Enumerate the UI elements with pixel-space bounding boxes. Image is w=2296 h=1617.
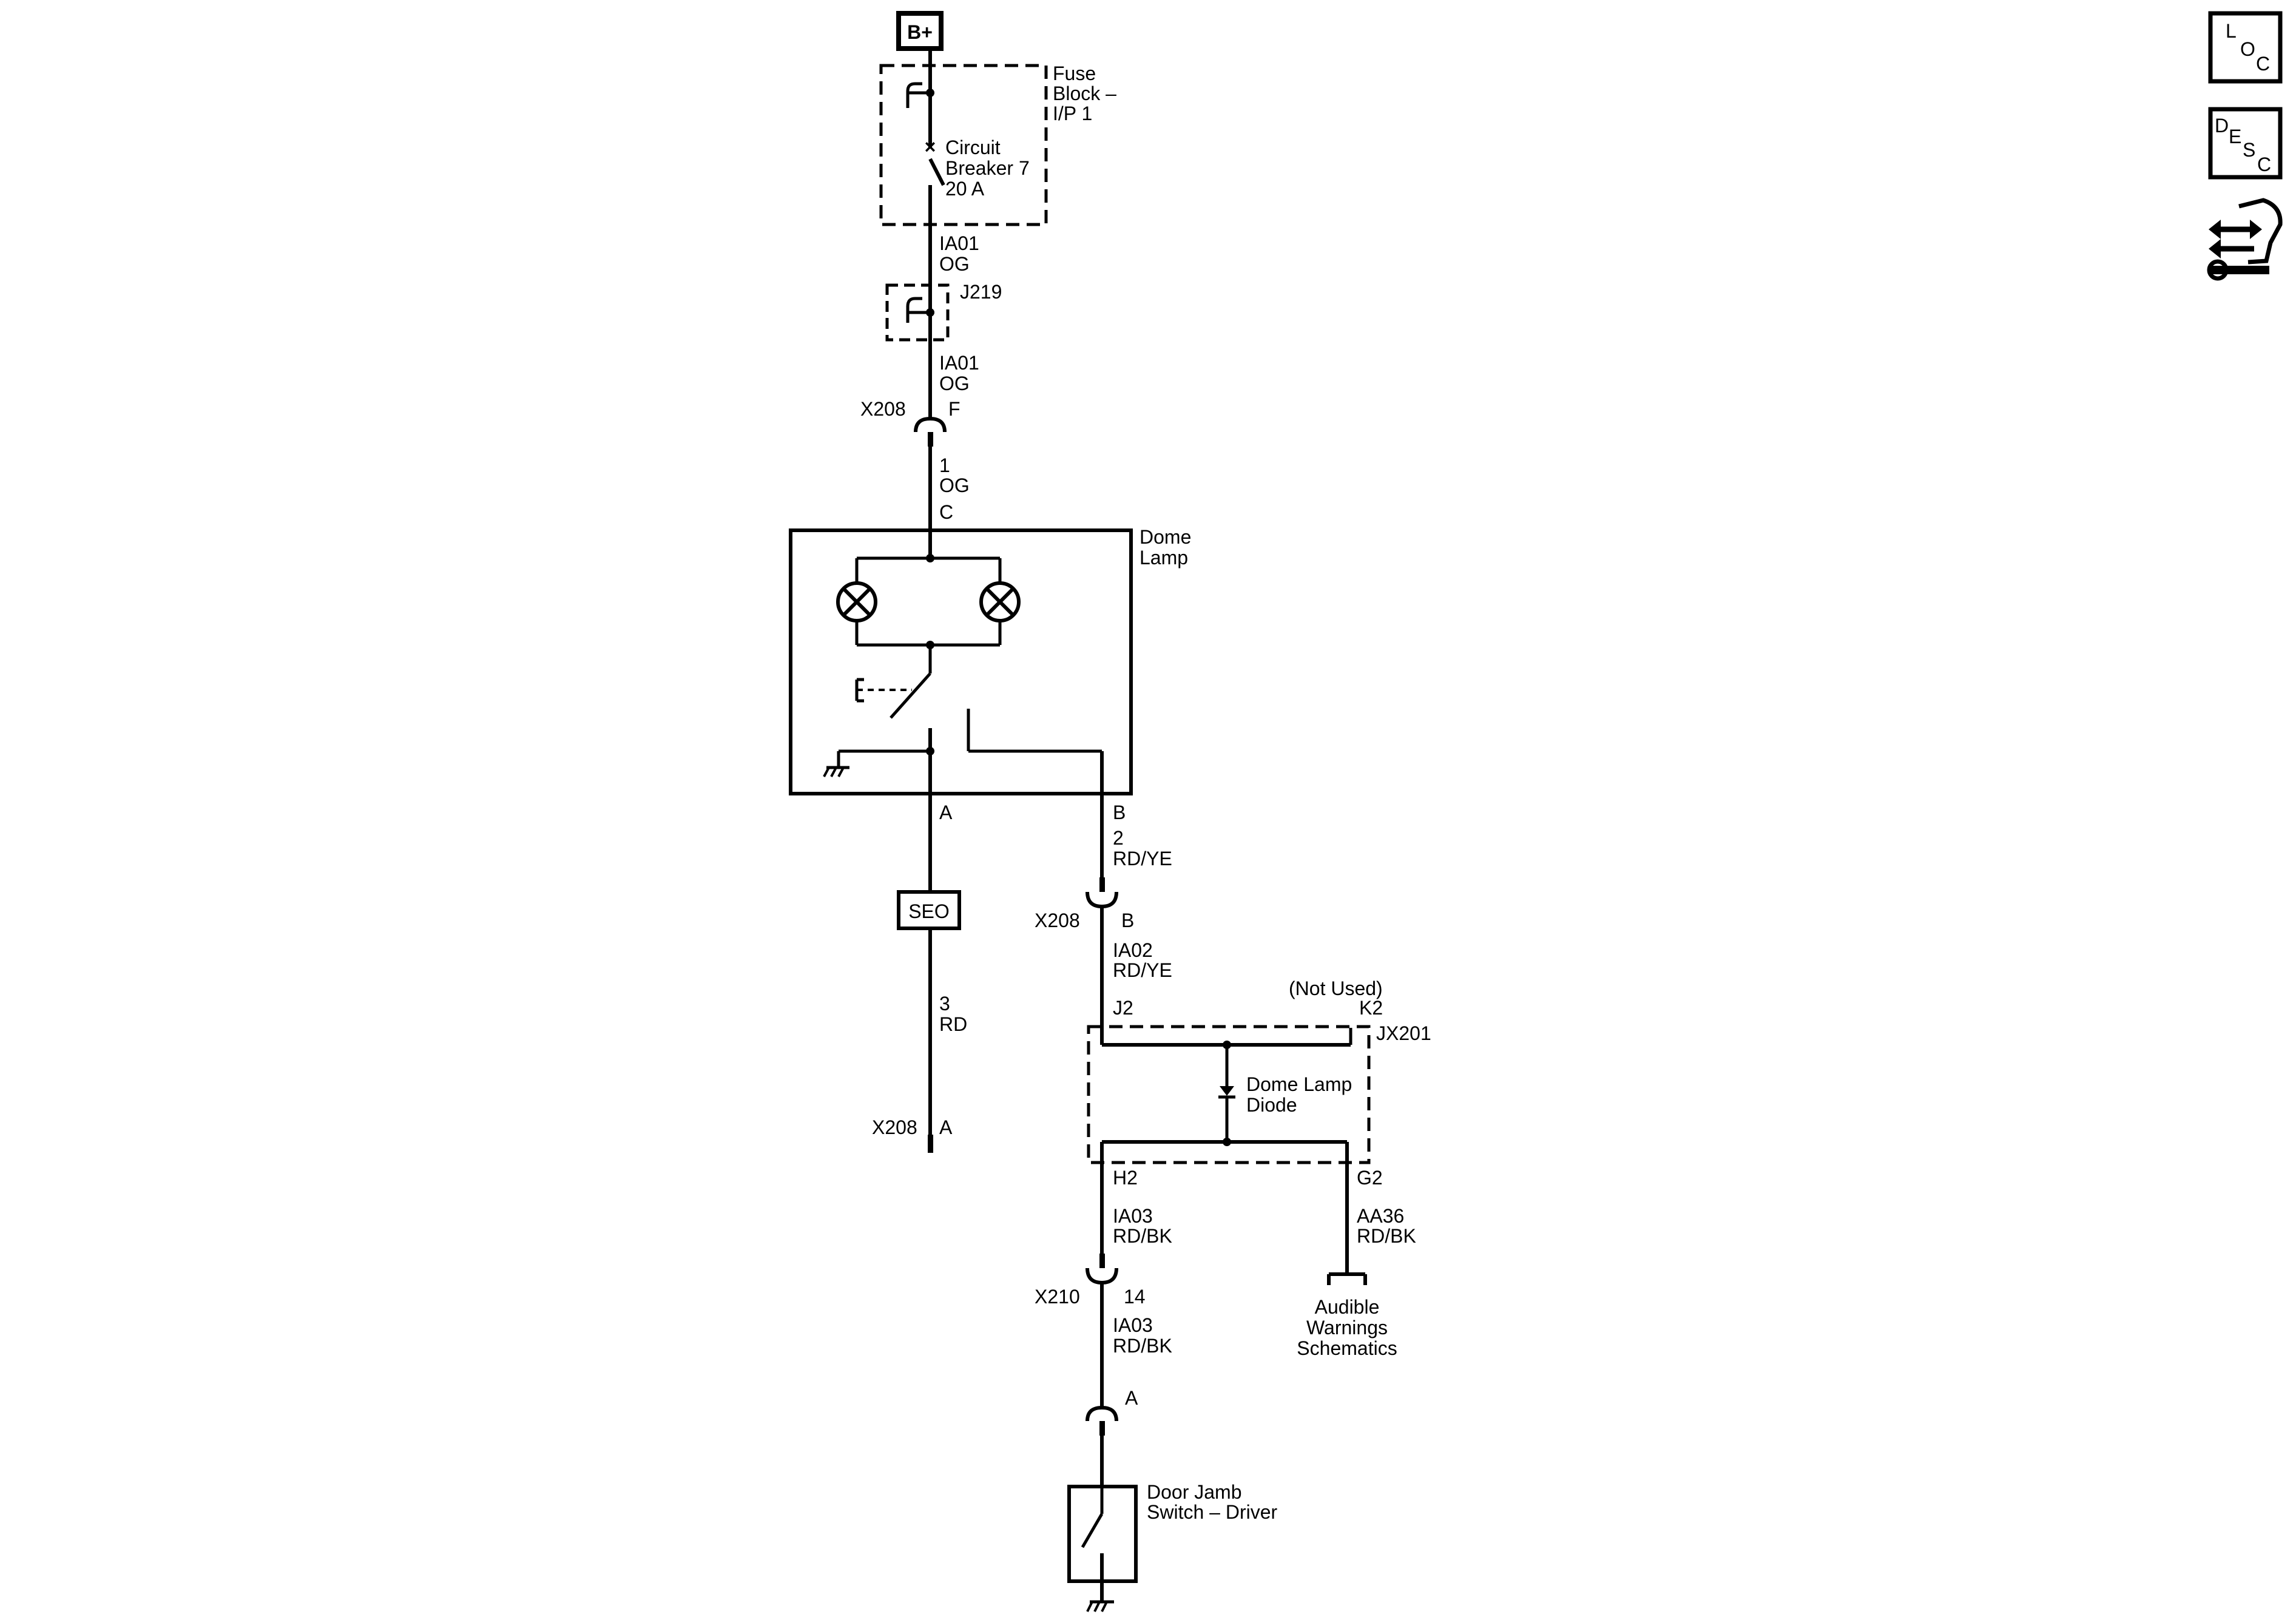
- connector-x210-pin: 14: [1124, 1286, 1146, 1308]
- wire-1-color: OG: [939, 474, 970, 496]
- wire-3-color: RD: [939, 1013, 967, 1035]
- connector-repair-icon[interactable]: [2207, 198, 2283, 281]
- connector-x208-a-name: X208: [872, 1116, 917, 1138]
- splice-pack-j219: J219: [885, 281, 1002, 342]
- circuit-breaker-7: × Circuit Breaker 7 20 A: [925, 136, 1030, 224]
- wire-ia03-color-a: RD/BK: [1113, 1225, 1172, 1247]
- splice-jx201: (Not Used) J2 K2 JX201 Dome Lamp Diode H…: [1087, 977, 1431, 1189]
- desc-button[interactable]: D E S C: [2208, 107, 2283, 180]
- connector-x210-name: X210: [1035, 1286, 1080, 1308]
- jx201-not-used: (Not Used): [1289, 977, 1383, 999]
- desc-letter-4: C: [2257, 154, 2271, 175]
- dome-lamp-label-2: Lamp: [1140, 547, 1188, 569]
- wire-ia03-circuit-a: IA03: [1113, 1205, 1153, 1227]
- seo-label: SEO: [908, 900, 950, 922]
- wire-2-circuit: 2: [1113, 827, 1124, 849]
- loc-letter-2: O: [2240, 38, 2255, 60]
- wire-ia03-circuit-b: IA03: [1113, 1314, 1153, 1336]
- dome-lamp: Dome Lamp: [789, 526, 1191, 795]
- dome-lamp-bulb-right-icon: [979, 581, 1021, 623]
- dome-lamp-pin-a: A: [939, 802, 953, 823]
- connector-a-pin: A: [1125, 1387, 1138, 1409]
- fuse-block-label-1: Fuse: [1053, 62, 1096, 84]
- fuse-block-label-3: I/P 1: [1053, 103, 1092, 124]
- connector-x208-f-name: X208: [860, 398, 906, 420]
- svg-text:×: ×: [925, 136, 936, 158]
- dome-lamp-pin-b: B: [1113, 802, 1126, 823]
- loc-letter-1: L: [2226, 20, 2237, 42]
- desc-letter-2: E: [2229, 126, 2241, 147]
- wire-aa36-color: RD/BK: [1357, 1225, 1416, 1247]
- wire-ia03-color-b: RD/BK: [1113, 1335, 1172, 1357]
- power-source-bplus: B+: [896, 11, 944, 51]
- circuit-breaker-label-2: Breaker 7: [945, 157, 1030, 179]
- wire-ia02-circuit: IA02: [1113, 939, 1153, 961]
- connector-x208-f-pin: F: [948, 398, 961, 420]
- dome-lamp-label-1: Dome: [1140, 526, 1191, 548]
- wire-ia01-color-b: OG: [939, 373, 970, 394]
- dome-lamp-ground-icon: [823, 751, 849, 777]
- audible-warnings-label-3: Schematics: [1297, 1337, 1397, 1359]
- door-jamb-switch-driver: Door Jamb Switch – Driver: [1067, 1481, 1278, 1612]
- bplus-label: B+: [907, 21, 933, 43]
- connector-x208-b: X208 B: [1035, 877, 1134, 931]
- loc-button[interactable]: L O C: [2208, 11, 2283, 84]
- wire-aa36-circuit: AA36: [1357, 1205, 1404, 1227]
- desc-letter-1: D: [2215, 115, 2229, 137]
- jx201-pin-g2: G2: [1357, 1167, 1383, 1189]
- dome-lamp-pin-c: C: [939, 501, 953, 523]
- connector-x208-a-pin: A: [939, 1116, 953, 1138]
- dome-lamp-bulb-left-icon: [836, 581, 877, 623]
- loc-letter-3: C: [2256, 53, 2270, 75]
- seo-block: SEO: [897, 890, 961, 930]
- connector-x208-b-pin: B: [1121, 910, 1134, 931]
- wire-ia02-color: RD/YE: [1113, 959, 1172, 981]
- dome-lamp-diode-label-1: Dome Lamp: [1246, 1073, 1352, 1095]
- wire-2-color: RD/YE: [1113, 848, 1172, 869]
- jx201-pin-j2: J2: [1113, 997, 1133, 1019]
- jx201-pin-h2: H2: [1113, 1167, 1138, 1189]
- dome-lamp-diode-label-2: Diode: [1246, 1094, 1297, 1116]
- wire-ia01-color-a: OG: [939, 253, 970, 275]
- wire-3-circuit: 3: [939, 993, 950, 1014]
- door-jamb-label-1: Door Jamb: [1147, 1481, 1242, 1503]
- connector-x208-f: X208 F: [860, 398, 961, 447]
- desc-letter-3: S: [2243, 139, 2255, 161]
- audible-warnings-reference[interactable]: Audible Warnings Schematics: [1297, 1272, 1397, 1359]
- jx201-label: JX201: [1376, 1022, 1431, 1044]
- wire-ia01-circuit-a: IA01: [939, 232, 979, 254]
- fuse-block-label-2: Block –: [1053, 83, 1116, 104]
- wire-1-circuit: 1: [939, 454, 950, 476]
- circuit-breaker-label-1: Circuit: [945, 137, 1001, 158]
- splice-j219-label: J219: [960, 281, 1002, 303]
- connector-x210: X210 14: [1035, 1254, 1146, 1308]
- connector-x208-b-name: X208: [1035, 910, 1080, 931]
- audible-warnings-label-1: Audible: [1315, 1296, 1380, 1318]
- circuit-breaker-label-3: 20 A: [945, 178, 985, 200]
- audible-warnings-label-2: Warnings: [1306, 1317, 1388, 1338]
- dome-lamp-diode-icon: [1218, 1086, 1235, 1099]
- door-jamb-ground-icon: [1086, 1600, 1114, 1612]
- door-jamb-label-2: Switch – Driver: [1147, 1501, 1278, 1523]
- jx201-pin-k2: K2: [1359, 997, 1383, 1019]
- connector-door-jamb-a: A: [1086, 1387, 1138, 1436]
- fuse-block-ip1: Fuse Block – I/P 1 × Circuit Breaker 7 2…: [879, 62, 1116, 226]
- wire-ia01-circuit-b: IA01: [939, 352, 979, 374]
